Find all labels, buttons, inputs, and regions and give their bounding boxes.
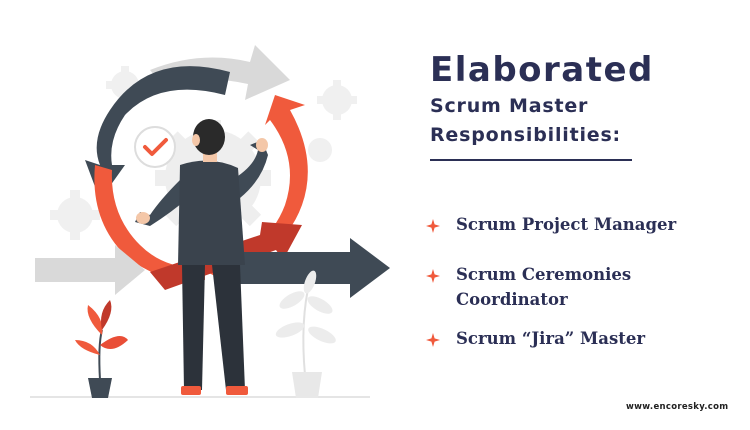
page-subtitle-line2: Responsibilities: <box>430 124 621 146</box>
title-underline <box>430 159 632 161</box>
check-icon <box>143 138 168 156</box>
page-title: Elaborated <box>430 50 654 90</box>
list-item: Scrum Ceremonies Coordinator <box>424 262 656 312</box>
scrum-illustration <box>30 45 390 398</box>
list-item: Scrum Project Manager <box>424 212 676 237</box>
star-bullet-icon <box>426 333 440 347</box>
list-item-label: Scrum “Jira” Master <box>456 329 646 348</box>
website-url: www.encoresky.com <box>626 402 729 412</box>
plant-icon <box>75 300 128 398</box>
person-figure <box>135 119 268 395</box>
plant-icon <box>275 270 336 398</box>
page-subtitle-line1: Scrum Master <box>430 95 589 117</box>
star-bullet-icon <box>426 219 440 233</box>
title-block: Elaborated Scrum Master Responsibilities… <box>430 50 730 150</box>
list-item-label: Scrum Ceremonies Coordinator <box>456 265 632 309</box>
list-item-label: Scrum Project Manager <box>456 215 677 234</box>
list-item: Scrum “Jira” Master <box>424 326 645 351</box>
star-bullet-icon <box>426 269 440 283</box>
